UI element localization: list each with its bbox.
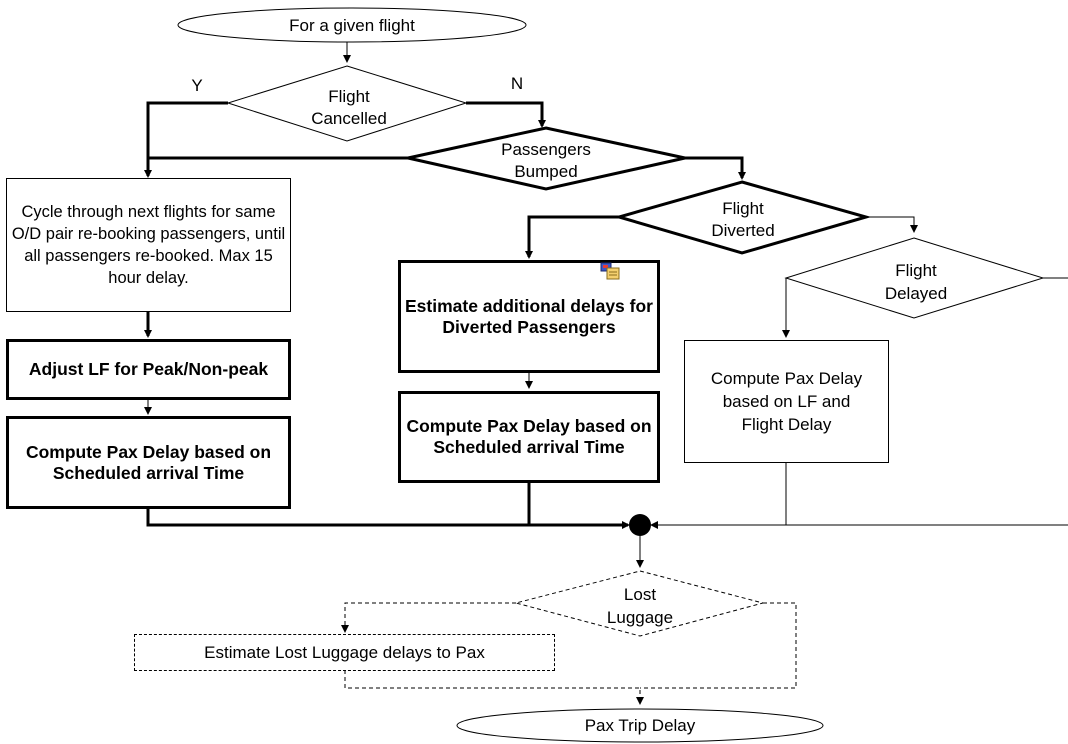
decision-flight-delayed-line2: Delayed bbox=[885, 284, 947, 303]
decision-flight-cancelled-line1: Flight bbox=[328, 87, 370, 106]
process-compute-delay-scheduled-left: Compute Pax Delay based on Scheduled arr… bbox=[6, 416, 291, 509]
process-cycle-rebook: Cycle through next flights for same O/D … bbox=[6, 178, 291, 312]
connector-diverted-yes bbox=[525, 215, 619, 259]
connector-bumped-no bbox=[685, 156, 746, 180]
decision-lost-luggage-line2: Luggage bbox=[607, 608, 673, 627]
label-yes: Y bbox=[191, 76, 202, 95]
connector-left-merge bbox=[146, 508, 630, 529]
connector-luggage-yes bbox=[341, 602, 516, 633]
start-terminal bbox=[177, 7, 527, 43]
connector-diverted-no bbox=[866, 216, 918, 233]
decision-lost-luggage bbox=[514, 570, 765, 637]
decision-passengers-bumped-line1: Passengers bbox=[501, 140, 591, 159]
process-estimate-lost-luggage: Estimate Lost Luggage delays to Pax bbox=[134, 634, 555, 671]
decision-flight-diverted-line2: Diverted bbox=[711, 221, 774, 240]
decision-flight-diverted bbox=[613, 180, 872, 255]
merge-node bbox=[629, 514, 651, 536]
end-label: Pax Trip Delay bbox=[585, 716, 696, 735]
process-estimate-diverted-delays: Estimate additional delays for Diverted … bbox=[398, 260, 660, 373]
decision-passengers-bumped-line2: Bumped bbox=[514, 162, 577, 181]
connector-estimate-end bbox=[344, 670, 644, 705]
connector-luggage-no bbox=[640, 602, 797, 689]
decision-flight-cancelled bbox=[226, 65, 468, 142]
label-no: N bbox=[511, 74, 523, 93]
decision-flight-diverted-line1: Flight bbox=[722, 199, 764, 218]
decision-passengers-bumped bbox=[407, 126, 686, 191]
start-label: For a given flight bbox=[289, 16, 415, 35]
process-compute-delay-lf: Compute Pax Delay based on LF and Flight… bbox=[684, 340, 889, 463]
end-terminal bbox=[456, 708, 824, 743]
decision-flight-cancelled-line2: Cancelled bbox=[311, 109, 387, 128]
connector-cancelled-no bbox=[466, 101, 546, 128]
decision-flight-delayed-line1: Flight bbox=[895, 261, 937, 280]
decision-lost-luggage-line1: Lost bbox=[624, 585, 656, 604]
connector-cancelled-yes bbox=[144, 101, 228, 178]
attachment-icon[interactable] bbox=[600, 262, 620, 280]
process-adjust-lf: Adjust LF for Peak/Non-peak bbox=[6, 339, 291, 400]
process-compute-delay-scheduled-mid: Compute Pax Delay based on Scheduled arr… bbox=[398, 391, 660, 483]
decision-flight-delayed bbox=[784, 237, 1045, 319]
